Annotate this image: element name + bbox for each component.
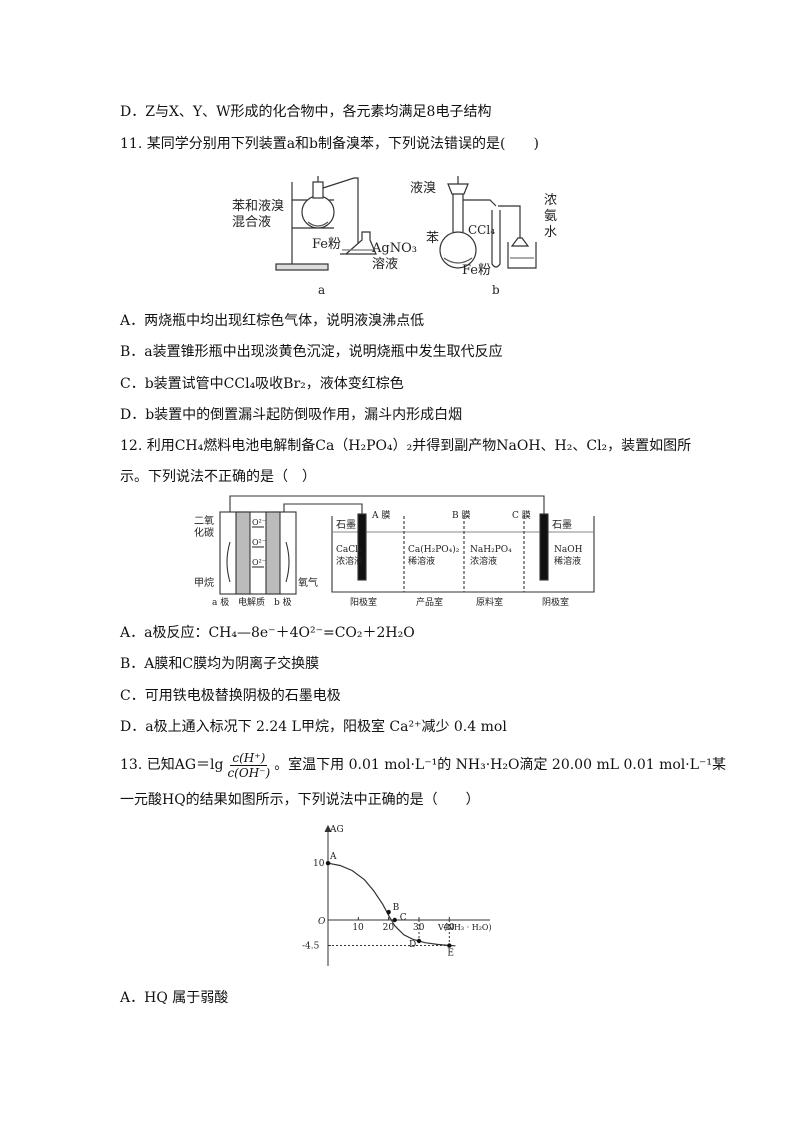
fig-electrode-a-label: a 极 [212,596,229,608]
q11-option-b: B．a装置锥形瓶中出现淡黄色沉淀，说明烧瓶中发生取代反应 [120,344,503,360]
x-tick-label-20: 20 [383,923,395,933]
bromobenzene-apparatus-figure: 苯和液溴 混合液 Fe粉 AgNO₃ 溶液 a 液溴 苯 CCl₄ Fe粉 浓 … [232,176,557,297]
q12-option-a: A．a极反应：CH₄—8e⁻＋4O²⁻=CO₂＋2H₂O [120,625,415,641]
q12-option-c: C．可用铁电极替换阴极的石墨电极 [120,688,341,704]
fig-electrolyte-label: 电解质 [238,596,265,608]
point-label-d: D [409,940,416,950]
fig-o2-label: 氧气 [298,576,318,589]
fig-anode-room-label: 阳极室 [350,596,377,608]
fig-ch4-label: 甲烷 [194,576,214,589]
fig-co2-label-1: 二氧 [194,514,214,527]
fig-cah2po4-label-1: Ca(H₂PO₄)₂ [408,544,460,555]
fig-naoh-label-1: NaOH [554,545,583,555]
y-tick-label--4.5: -4.5 [302,942,320,952]
q10-option-d: D．Z与X、Y、W形成的化合物中，各元素均满足8电子结构 [120,104,492,120]
point-label-c: C [400,913,407,923]
point-c [392,917,397,923]
fig-cathode-room-label: 阴极室 [542,596,569,608]
point-label-e: E [447,949,454,959]
fig-a-caption: a [318,283,325,297]
origin-label: O [318,917,326,927]
fig-b-ammonia-label-1: 浓 [544,193,557,208]
fig-a-mix-label-2: 混合液 [232,215,271,230]
q12-option-d: D．a极上通入标况下 2.24 L甲烷，阳极室 Ca²⁺减少 0.4 mol [120,719,507,735]
fraction-numerator: c(H⁺) [230,750,268,766]
fig-b-liquid-br-label: 液溴 [410,181,436,196]
q13-stem-line-2: 一元酸HQ的结果如图所示，下列说法中正确的是（ ） [120,792,480,808]
fig-co2-label-2: 化碳 [194,526,214,539]
fig-nah2po4-label-1: NaH₂PO₄ [470,545,512,555]
q13-stem-line-1: 13. 已知AG＝lg c(H⁺) c(OH⁻) 。室温下用 0.01 mol·… [120,748,726,782]
ag-fraction: c(H⁺) c(OH⁻) [225,751,272,780]
q11-option-a: A．两烧瓶中均出现红棕色气体，说明液溴沸点低 [120,313,425,329]
fig-a-fe-label: Fe粉 [312,237,341,252]
fig-membrane-a-label: A 膜 [371,510,390,521]
x-tick-label-10: 10 [352,923,364,933]
fig-product-room-label: 产品室 [416,596,443,608]
electrolysis-apparatus-figure: 二氧 化碳 甲烷 氧气 O²⁻ O²⁻ O²⁻ a 极 电解质 b 极 石墨 石… [194,495,595,608]
fraction-denominator: c(OH⁻) [227,765,271,780]
q11-option-d: D．b装置中的倒置漏斗起防倒吸作用，漏斗内形成白烟 [120,407,463,423]
fig-a-agno3-label: AgNO₃ [371,241,417,256]
y-tick-label-10: 10 [313,859,325,869]
point-b [386,909,391,915]
fig-a-solution-label: 溶液 [372,257,398,272]
q13-option-a: A．HQ 属于弱酸 [120,990,229,1006]
fig-nah2po4-label-2: 浓溶液 [470,555,497,567]
fig-o2-ion-3: O²⁻ [252,558,266,567]
fig-o2-ion-1: O²⁻ [252,518,266,527]
fig-b-benzene-label: 苯 [426,231,439,246]
fig-raw-room-label: 原料室 [476,596,503,608]
point-e [447,943,452,948]
y-axis-label: AG [329,825,344,835]
point-a [325,861,331,866]
fig-b-fe-label: Fe粉 [462,263,491,278]
x-axis-label: V(NH₃ · H₂O) [437,923,492,932]
fig-b-ammonia-label-3: 水 [544,225,557,240]
fig-cacl2-label-2: 浓溶液 [336,555,363,567]
q11-stem: 11. 某同学分别用下列装置a和b制备溴苯，下列说法错误的是( ) [120,136,539,152]
fig-b-caption: b [492,283,500,297]
q12-option-b: B．A膜和C膜均为阴离子交换膜 [120,656,320,672]
q13-stem-suffix: 。室温下用 0.01 mol·L⁻¹的 NH₃·H₂O滴定 20.00 mL 0… [274,757,727,773]
point-d [416,938,422,944]
q13-stem-prefix: 13. 已知AG＝lg [120,757,224,773]
q11-option-c: C．b装置试管中CCl₄吸收Br₂，液体变红棕色 [120,376,404,392]
fig-graphite-right-label: 石墨 [552,519,572,531]
q12-stem-line-1: 12. 利用CH₄燃料电池电解制备Ca（H₂PO₄）₂并得到副产物NaOH、H₂… [120,438,692,454]
point-label-a: A [329,852,337,862]
fig-a-mix-label-1: 苯和液溴 [232,199,284,214]
q12-stem-line-2: 示。下列说法不正确的是（ ） [120,469,316,485]
fig-membrane-c-label: C 膜 [512,510,531,521]
point-label-b: B [393,903,400,913]
fig-b-ammonia-label-2: 氨 [544,209,557,224]
ag-curve [327,862,456,947]
fig-cacl2-label-1: CaCl₂ [336,545,362,555]
fig-electrode-b-label: b 极 [274,596,292,608]
y-axis-arrow [324,824,332,833]
fig-graphite-left-label: 石墨 [336,519,356,531]
fig-cah2po4-label-2: 稀溶液 [408,555,435,567]
fig-membrane-b-label: B 膜 [452,510,470,521]
fig-o2-ion-2: O²⁻ [252,538,266,547]
fig-naoh-label-2: 稀溶液 [554,555,581,567]
fig-b-ccl4-label: CCl₄ [468,223,495,237]
